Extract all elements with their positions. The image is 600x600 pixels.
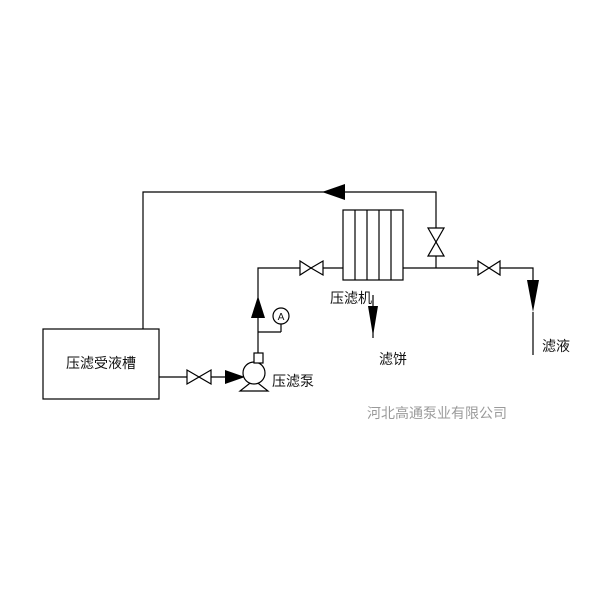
filtrate-arrow-icon xyxy=(527,280,539,312)
filter-press-label: 压滤机 xyxy=(330,291,372,307)
filter-cake-arrow-icon xyxy=(368,306,378,336)
return-pipe xyxy=(142,191,437,329)
return-flow-arrow-icon xyxy=(322,184,345,200)
pump-discharge-pipe xyxy=(257,267,343,353)
tank xyxy=(42,328,160,400)
watermark: 河北高通泵业有限公司 xyxy=(367,405,507,422)
discharge-flow-arrow-icon xyxy=(251,296,265,318)
filter-press xyxy=(342,209,404,281)
tank-label: 压滤受液槽 xyxy=(66,356,136,372)
suction-flow-arrow-icon xyxy=(225,370,245,384)
inlet-valve-icon xyxy=(299,259,324,277)
filtrate-pipe xyxy=(403,267,534,280)
centrifugal-pump-icon xyxy=(238,352,270,392)
suction-valve-icon xyxy=(186,368,212,386)
gauge-label: A xyxy=(278,312,285,323)
return-valve-icon xyxy=(426,227,446,257)
filter-cake-label: 滤饼 xyxy=(379,352,407,368)
filtrate-valve-icon xyxy=(477,259,501,277)
pressure-gauge-icon xyxy=(272,307,290,325)
filtrate-label: 滤液 xyxy=(542,339,570,355)
pump-label: 压滤泵 xyxy=(272,374,314,390)
